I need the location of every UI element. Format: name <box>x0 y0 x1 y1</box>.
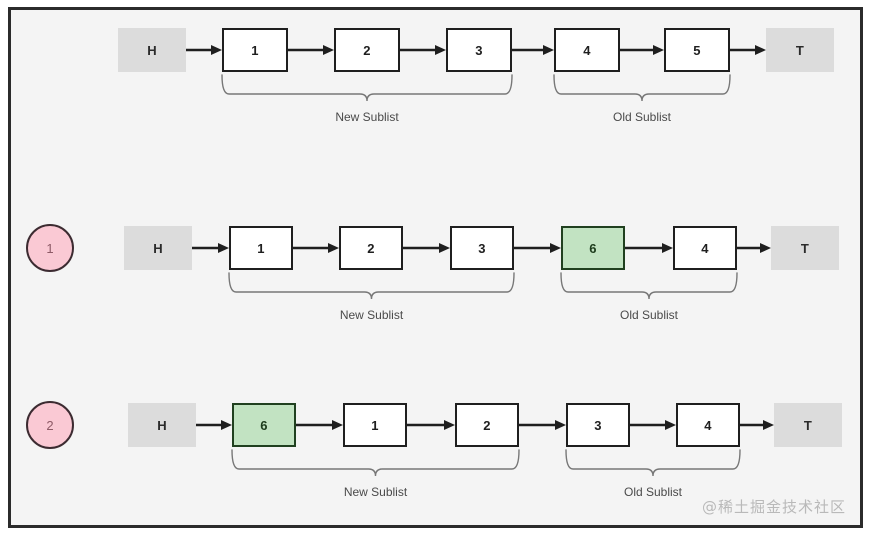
node-label: 6 <box>260 417 268 433</box>
arrow-connector <box>293 241 339 255</box>
list-node-2: 2 <box>455 403 519 447</box>
list-node-5: 5 <box>664 28 730 72</box>
node-label: 4 <box>583 42 591 58</box>
node-label: 1 <box>257 240 265 256</box>
node-label: H <box>157 417 167 433</box>
node-label: 2 <box>483 417 491 433</box>
node-label: 4 <box>704 417 712 433</box>
node-label: 1 <box>251 42 259 58</box>
list-node-3: 3 <box>446 28 512 72</box>
arrow-connector <box>514 241 561 255</box>
node-label: 3 <box>475 42 483 58</box>
list-node-1: 1 <box>229 226 293 270</box>
list-node-3: 3 <box>566 403 630 447</box>
node-label: 1 <box>371 417 379 433</box>
list-node-4: 4 <box>554 28 620 72</box>
arrow-connector <box>192 241 229 255</box>
terminal-node-t: T <box>771 226 839 270</box>
arrow-connector <box>740 418 774 432</box>
terminal-node-h: H <box>128 403 196 447</box>
node-label: T <box>803 417 813 433</box>
arrow-connector <box>630 418 676 432</box>
terminal-node-t: T <box>766 28 834 72</box>
arrow-connector <box>625 241 673 255</box>
old-sublist-label: Old Sublist <box>619 308 679 322</box>
list-node-2: 2 <box>339 226 403 270</box>
arrow-connector <box>403 241 450 255</box>
arrow-connector <box>512 43 554 57</box>
list-node-3: 3 <box>450 226 514 270</box>
arrow-connector <box>186 43 222 57</box>
node-label: 6 <box>589 240 597 256</box>
arrow-connector <box>196 418 232 432</box>
terminal-node-h: H <box>118 28 186 72</box>
sublist-brace <box>560 271 738 300</box>
sublist-brace <box>228 271 515 300</box>
old-sublist-label: Old Sublist <box>623 485 683 499</box>
step-badge-2: 2 <box>26 401 74 449</box>
arrow-connector <box>407 418 455 432</box>
sublist-brace <box>221 73 513 102</box>
node-label: H <box>147 42 157 58</box>
node-label: T <box>795 42 805 58</box>
new-sublist-label: New Sublist <box>335 110 399 124</box>
node-label: 3 <box>594 417 602 433</box>
arrow-connector <box>296 418 343 432</box>
step-badge-1: 1 <box>26 224 74 272</box>
arrow-connector <box>519 418 566 432</box>
sublist-brace <box>565 448 741 477</box>
arrow-connector <box>400 43 446 57</box>
node-label: 3 <box>478 240 486 256</box>
highlight-node-6: 6 <box>561 226 625 270</box>
sublist-brace <box>231 448 520 477</box>
node-label: T <box>800 240 810 256</box>
old-sublist-label: Old Sublist <box>612 110 672 124</box>
list-node-1: 1 <box>222 28 288 72</box>
node-label: H <box>153 240 163 256</box>
list-node-4: 4 <box>673 226 737 270</box>
step-badge-label: 1 <box>46 240 54 256</box>
list-node-2: 2 <box>334 28 400 72</box>
new-sublist-label: New Sublist <box>343 485 408 499</box>
highlight-node-6: 6 <box>232 403 296 447</box>
node-label: 5 <box>693 42 701 58</box>
node-label: 2 <box>363 42 371 58</box>
arrow-connector <box>288 43 334 57</box>
terminal-node-t: T <box>774 403 842 447</box>
step-badge-label: 2 <box>46 417 54 433</box>
terminal-node-h: H <box>124 226 192 270</box>
arrow-connector <box>620 43 664 57</box>
watermark-label: @稀土掘金技术社区 <box>701 498 846 516</box>
node-label: 2 <box>367 240 375 256</box>
new-sublist-label: New Sublist <box>339 308 404 322</box>
arrow-connector <box>730 43 766 57</box>
list-node-4: 4 <box>676 403 740 447</box>
sublist-brace <box>553 73 731 102</box>
arrow-connector <box>737 241 771 255</box>
list-node-1: 1 <box>343 403 407 447</box>
node-label: 4 <box>701 240 709 256</box>
